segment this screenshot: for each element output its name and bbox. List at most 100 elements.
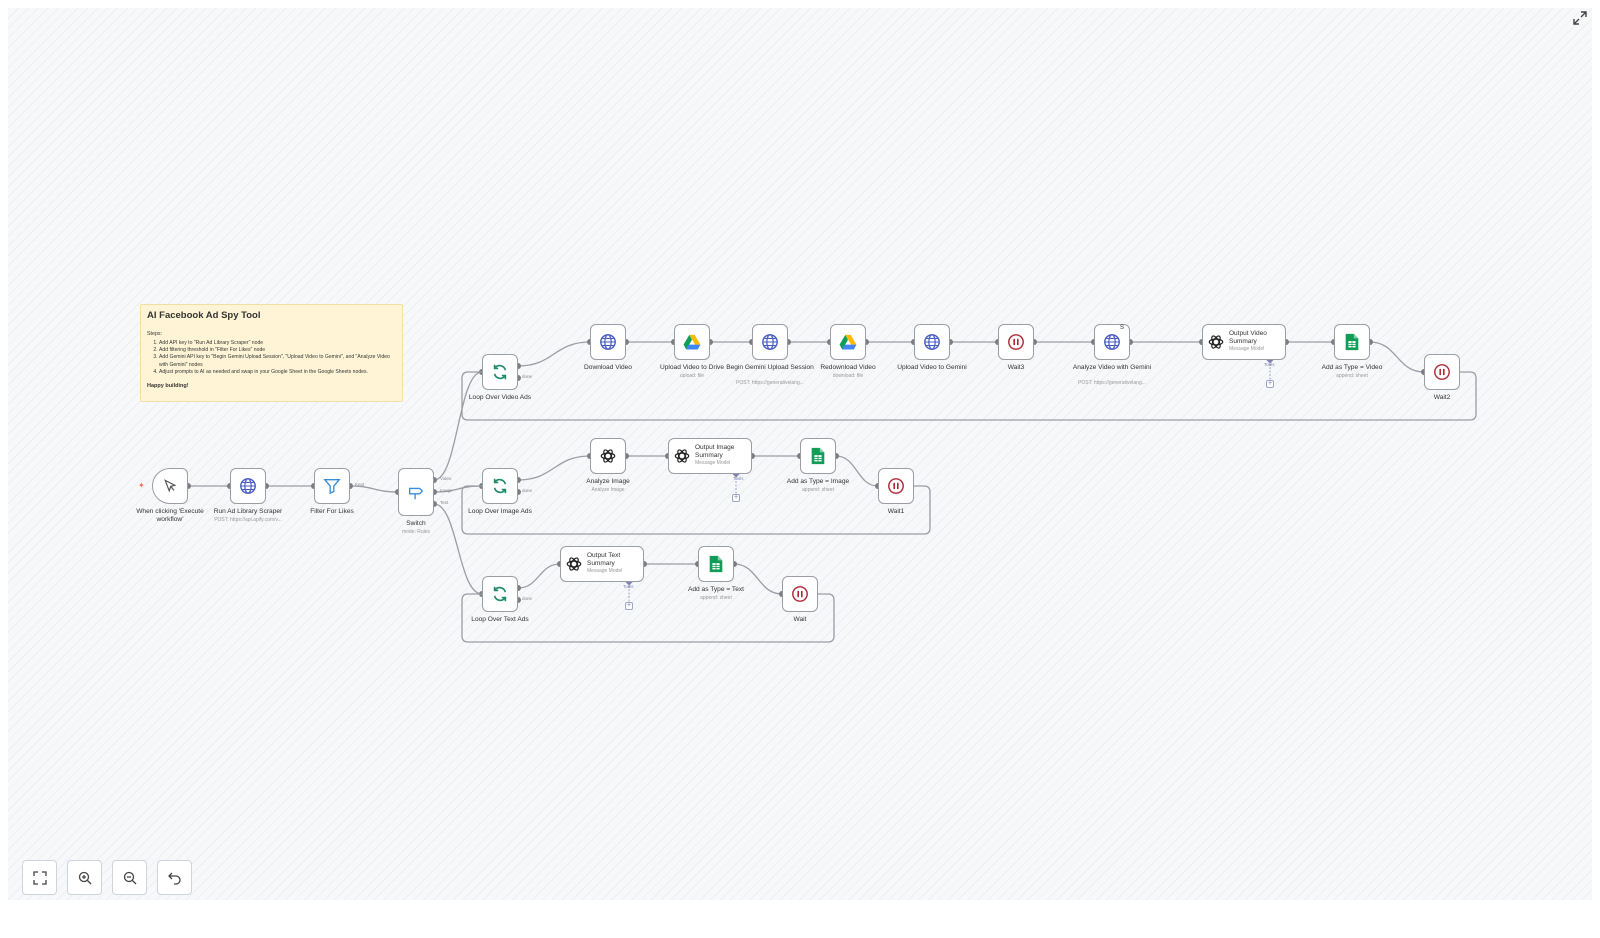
node-upload-gemini[interactable] (914, 324, 950, 360)
tools-label: Tools (623, 584, 634, 589)
add-tool-button[interactable]: + (1266, 380, 1274, 388)
zoom-in-icon (78, 871, 91, 884)
sticky-step: Add filtering threshold in "Filter For L… (159, 347, 396, 354)
node-analyze-image[interactable] (590, 438, 626, 474)
trigger-start-icon: ✦ (138, 481, 145, 490)
node-label: Analyze Video with Gemini (1072, 364, 1152, 371)
cursor-icon (162, 478, 178, 494)
loop-icon (491, 477, 509, 495)
node-subtitle: append: sheet (1336, 372, 1368, 379)
pause-icon (1433, 363, 1451, 381)
node-subtitle: POST: https://generativelang... (736, 380, 804, 386)
node-label: When clicking 'Execute workflow' (136, 508, 204, 523)
node-sheet-text[interactable] (698, 546, 734, 582)
node-label: Output Video Summary (1229, 330, 1267, 345)
zoom-out-icon (123, 871, 136, 884)
node-scraper[interactable] (230, 468, 266, 504)
sticky-footer: Happy building! (147, 383, 189, 390)
sheets-icon (1344, 333, 1360, 351)
node-label: Output Image Summary (695, 444, 735, 459)
expand-icon[interactable] (1573, 11, 1587, 25)
openai-icon (673, 447, 691, 465)
node-label: Output Text Summary (587, 552, 621, 567)
node-label: Loop Over Image Ads (468, 508, 532, 515)
node-label: Filter For Likes (310, 508, 354, 515)
branch-label-done: done (522, 374, 533, 379)
node-subtitle: Message Model (695, 460, 731, 467)
node-wait[interactable] (782, 576, 818, 612)
node-begin-gemini[interactable] (752, 324, 788, 360)
zoom-out-button[interactable] (112, 860, 147, 895)
openai-icon (565, 555, 583, 573)
node-sheet-image[interactable] (800, 438, 836, 474)
node-wait2[interactable] (1424, 354, 1460, 390)
node-subtitle: Message Model (1229, 346, 1265, 353)
sheets-icon (708, 555, 724, 573)
node-subtitle: download: file (832, 372, 864, 379)
node-label: Redownload Video (820, 364, 876, 371)
sticky-step: Add Gemini API key to "Begin Gemini Uplo… (159, 354, 396, 368)
pause-icon (791, 585, 809, 603)
node-subtitle: append: sheet (802, 486, 834, 493)
drive-icon (839, 334, 857, 350)
filter-icon (323, 477, 341, 495)
node-sheet-video[interactable] (1334, 324, 1370, 360)
node-download-video[interactable] (590, 324, 626, 360)
node-subtitle: mode: Rules (401, 528, 431, 535)
node-label: Wait (793, 616, 807, 623)
node-switch[interactable] (398, 468, 434, 516)
node-label: Run Ad Library Scraper (213, 508, 283, 515)
node-subtitle: upload: file (679, 372, 705, 379)
node-loop-image[interactable] (482, 468, 518, 504)
openai-icon (599, 447, 617, 465)
undo-button[interactable] (157, 860, 192, 895)
globe-icon (923, 333, 941, 351)
node-redownload[interactable] (830, 324, 866, 360)
switch-icon (407, 483, 425, 501)
sticky-note[interactable]: AI Facebook Ad Spy Tool Steps: Add API k… (140, 304, 403, 402)
sticky-step: Add API key to "Run Ad Library Scraper" … (159, 340, 396, 347)
node-analyze-video[interactable] (1094, 324, 1130, 360)
node-subtitle: POST: https://api.apify.com/v... (214, 516, 282, 523)
node-filter[interactable] (314, 468, 350, 504)
node-wait3[interactable] (998, 324, 1034, 360)
node-subtitle: Message Model (587, 568, 623, 575)
node-label: Upload Video to Drive (659, 364, 725, 371)
add-tool-button[interactable]: + (732, 494, 740, 502)
node-wait1[interactable] (878, 468, 914, 504)
zoom-in-button[interactable] (67, 860, 102, 895)
node-label: Switch (406, 520, 426, 527)
tools-label: Tools (733, 476, 744, 481)
node-label: Wait3 (1007, 364, 1025, 371)
node-subtitle: append: sheet (700, 594, 732, 601)
pause-icon (1007, 333, 1025, 351)
tools-label: Tools (1264, 362, 1275, 367)
globe-icon (599, 333, 617, 351)
globe-icon (239, 477, 257, 495)
undo-icon (167, 872, 181, 885)
node-upload-drive[interactable] (674, 324, 710, 360)
node-loop-video[interactable] (482, 354, 518, 390)
node-badge: S (1120, 325, 1125, 331)
add-tool-button[interactable]: + (625, 602, 633, 610)
branch-label-done: done (522, 596, 533, 601)
sticky-steps-list: Add API key to "Run Ad Library Scraper" … (147, 340, 396, 376)
node-label: Upload Video to Gemini (897, 364, 967, 371)
node-label: Analyze Image (586, 478, 630, 485)
fit-view-button[interactable] (22, 860, 57, 895)
node-label: Add as Type = Video (1321, 364, 1383, 371)
drive-icon (683, 334, 701, 350)
branch-label-video: Video (440, 476, 452, 481)
node-label: Wait2 (1433, 394, 1451, 401)
sticky-steps-label: Steps: (147, 331, 163, 337)
sheets-icon (810, 447, 826, 465)
node-trigger[interactable] (152, 468, 188, 504)
node-loop-text[interactable] (482, 576, 518, 612)
globe-icon (1103, 333, 1121, 351)
openai-icon (1207, 333, 1225, 351)
